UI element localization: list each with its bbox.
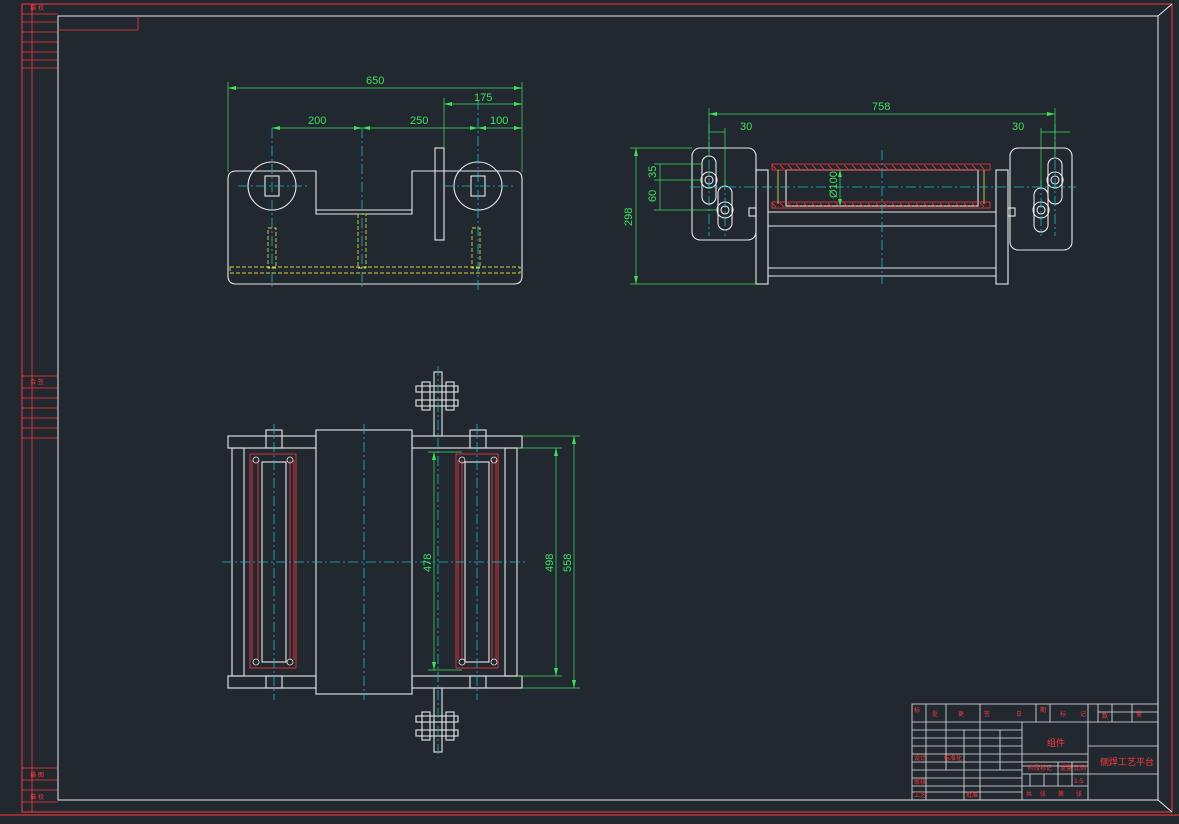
plan-view: 478 498 558 <box>222 366 580 758</box>
dim-front-right: 100 <box>490 115 508 127</box>
tb-r1-1: 处 <box>932 710 938 718</box>
dim-side-diameter: Ø100 <box>828 171 840 198</box>
tb-scale: 1:5 <box>1074 778 1084 785</box>
dim-plan-mid: 498 <box>544 554 556 572</box>
dim-plan-inner: 478 <box>422 554 434 572</box>
dim-side-overall: 758 <box>872 101 890 113</box>
side-view: 758 30 30 35 60 298 Ø100 <box>623 101 1076 285</box>
dim-side-d2: 60 <box>647 190 659 202</box>
tb-r4-1: 重量 <box>1060 764 1072 772</box>
tb-center-label: 组件 <box>1047 737 1065 749</box>
tb-r2-3: 量 <box>1136 711 1142 718</box>
title-block <box>911 703 1159 801</box>
tb-r4-2: 比例 <box>1074 764 1086 772</box>
binding-strip <box>22 4 139 812</box>
dim-side-left-offset: 30 <box>740 121 752 133</box>
tb-r1-0: 标 <box>914 706 920 714</box>
title-block-text: 标 处 更 签 日 期 标 记 数 量 设计 标准化 审核 工艺 批准 阶段标记… <box>914 706 1154 799</box>
tb-r1-3: 签 <box>984 710 990 718</box>
side-label-bottom2: 描 校 <box>30 793 44 801</box>
tb-r5-0: 共 <box>1026 790 1032 798</box>
tb-r5-3: 张 <box>1076 790 1082 798</box>
side-label-middle: 会 签 <box>30 378 44 386</box>
dim-front-overall: 650 <box>366 75 384 87</box>
tb-r3-1: 标准化 <box>944 754 962 762</box>
tb-r5-1: 张 <box>1040 790 1046 798</box>
drawing-title: 侧焊工艺平台 <box>1100 756 1154 768</box>
dim-side-height: 298 <box>623 208 635 226</box>
tb-r2-2: 数 <box>1102 712 1108 720</box>
tb-r2-1: 记 <box>1080 711 1086 718</box>
tb-r3-2: 审核 <box>914 778 926 786</box>
dim-plan-outer: 558 <box>562 554 574 572</box>
tb-r1-2: 更 <box>958 711 964 718</box>
tb-r1-4: 日 <box>1016 711 1022 718</box>
sheet-frame <box>0 3 1179 816</box>
tb-r3-4: 批准 <box>966 791 978 799</box>
tb-r3-3: 工艺 <box>914 791 926 799</box>
dim-side-d1: 35 <box>647 166 659 178</box>
front-view: 650 175 200 250 100 <box>227 75 523 290</box>
tb-r5-2: 第 <box>1058 790 1064 798</box>
tb-r2-0: 标 <box>1060 710 1066 718</box>
dim-front-right-top: 175 <box>474 92 492 104</box>
dim-front-mid: 250 <box>410 115 428 127</box>
tb-r3-0: 设计 <box>914 754 926 762</box>
dim-side-right-offset: 30 <box>1012 121 1024 133</box>
side-label-top: 描 校 <box>30 4 44 12</box>
tb-r4-0: 阶段标记 <box>1028 764 1052 772</box>
tb-r1-5: 期 <box>1040 706 1046 714</box>
dim-front-left: 200 <box>308 115 326 127</box>
side-label-bottom1: 描 图 <box>30 771 44 779</box>
